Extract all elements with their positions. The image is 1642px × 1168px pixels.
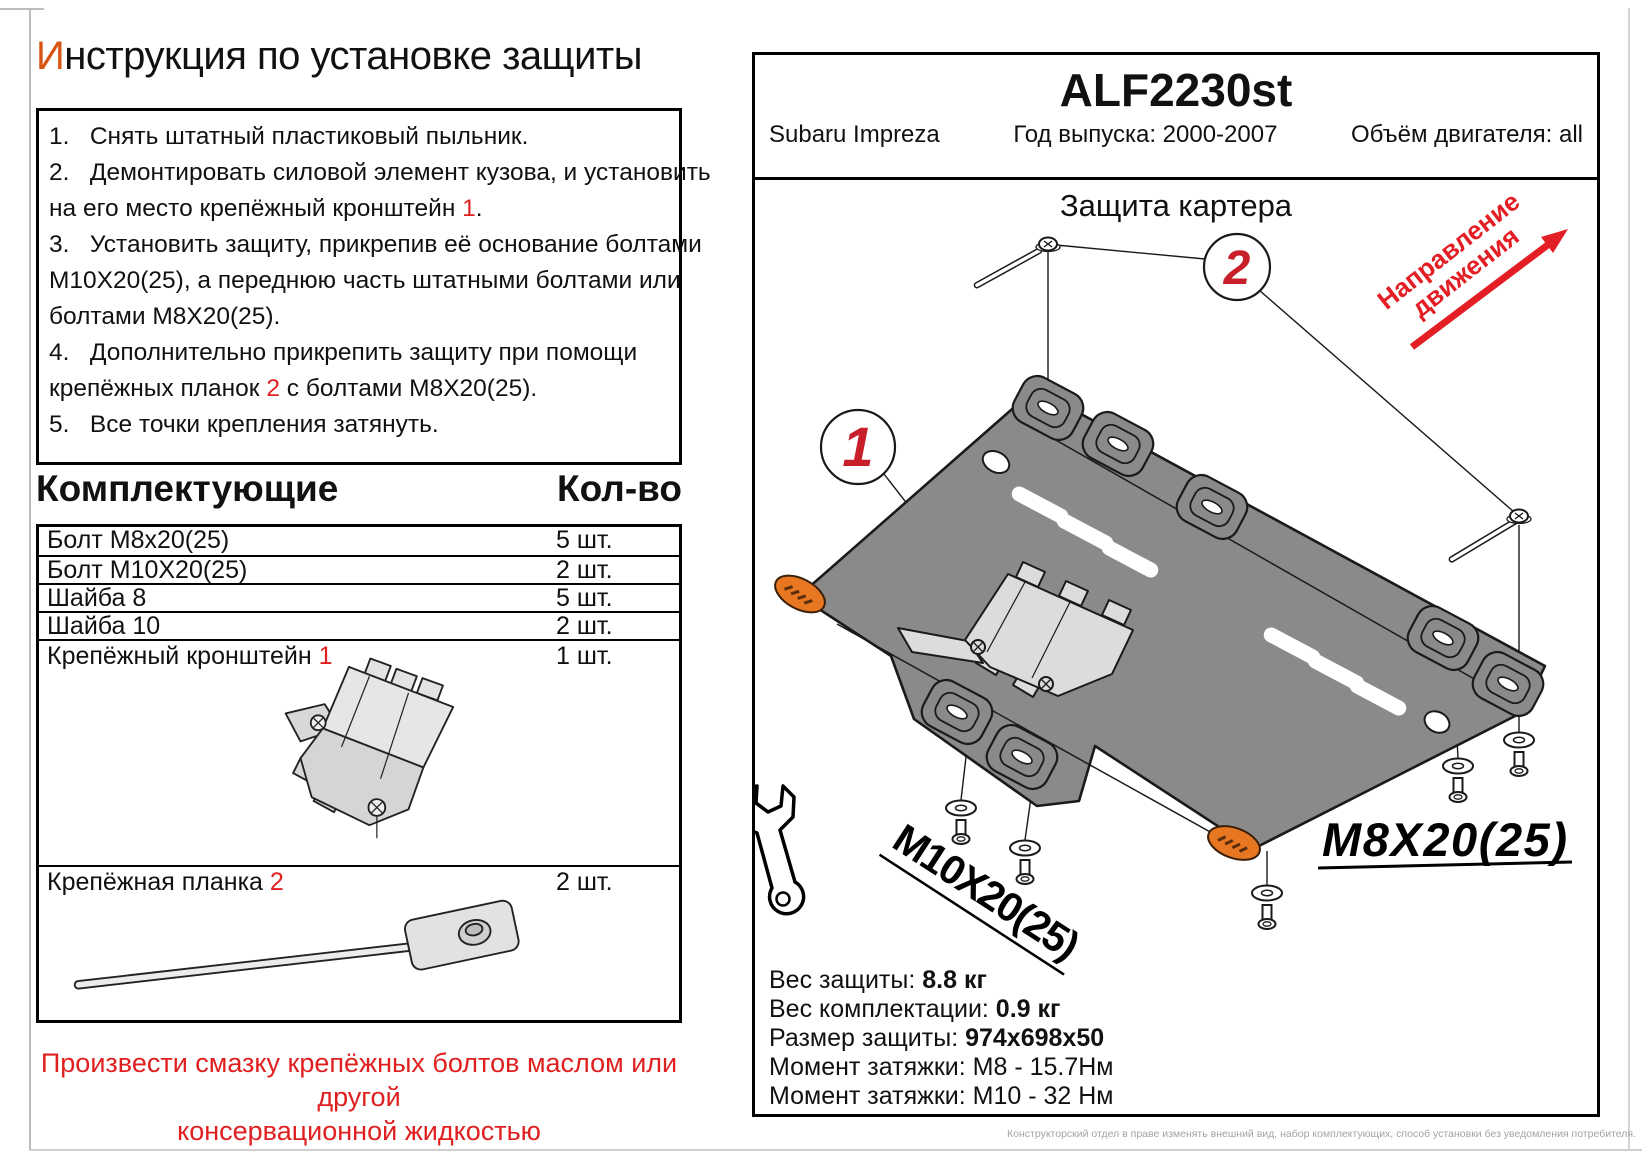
svg-text:M10X20(25): M10X20(25) — [885, 815, 1088, 969]
skid-plate — [767, 369, 1550, 868]
scan-edge-top — [0, 8, 44, 10]
callout-2: 2 — [1202, 232, 1272, 302]
components-title: Комплектующие — [36, 468, 339, 509]
drawing-title: Защита картера — [1059, 188, 1293, 223]
instruction-line: 1. Снять штатный пластиковый пыльник. — [49, 123, 529, 150]
instruction-line: 4. Дополнительно прикрепить защиту при п… — [49, 339, 638, 366]
instruction-line: болтами М8Х20(25). — [49, 303, 281, 330]
table-row: Болт М8х20(25) 5 шт. — [47, 526, 613, 554]
mounting-bracket — [897, 561, 1134, 698]
legal-footer: Конструкторский отдел в праве изменять в… — [1007, 1128, 1636, 1140]
spec-torque-m8: Момент затяжки: М8 - 15.7Нм — [769, 1053, 1114, 1081]
production-years: Год выпуска: 2000-2007 — [1013, 121, 1278, 148]
table-row: Шайба 10 2 шт. — [39, 611, 679, 640]
spec-kit-weight: Вес комплектации: 0.9 кг — [769, 995, 1061, 1023]
spec-weight: Вес защиты: 8.8 кг — [769, 966, 987, 994]
svg-text:M8X20(25): M8X20(25) — [1322, 813, 1567, 866]
quantity-title: Кол-во — [557, 468, 682, 509]
instruction-line: 3. Установить защиту, прикрепив её основ… — [49, 231, 702, 258]
instruction-line: М10Х20(25), а переднюю часть штатными бо… — [49, 267, 681, 294]
page-title: Инструкция по установке защиты — [36, 34, 642, 78]
direction-arrow: Направление движения — [1372, 186, 1568, 350]
label-m10: M10X20(25) — [878, 815, 1088, 976]
svg-text:2: 2 — [1223, 242, 1251, 295]
wrench-icon — [755, 784, 806, 916]
instruction-line: на его место крепёжный кронштейн 1. — [49, 195, 483, 222]
product-code: ALF2230st — [1059, 64, 1293, 116]
instruction-line: крепёжных планок 2 с болтами М8Х20(25). — [49, 375, 538, 402]
spec-size: Размер защиты: 974x698x50 — [769, 1024, 1105, 1052]
scan-edge-right — [1628, 8, 1630, 1151]
scan-edge-bottom — [29, 1149, 1642, 1151]
title-first-letter: И — [36, 34, 65, 78]
instruction-line: 5. Все точки крепления затянуть. — [49, 411, 439, 438]
label-m8: M8X20(25) — [1317, 813, 1573, 870]
svg-text:1: 1 — [842, 415, 873, 478]
skid-plate-drawing: 1 2 Направление движения M1 — [755, 186, 1573, 976]
spec-torque-m10: Момент затяжки: М10 - 32 Нм — [769, 1082, 1114, 1110]
strap-image — [73, 899, 520, 990]
callout-1: 1 — [819, 408, 897, 486]
bracket-image — [284, 657, 455, 839]
fixing-strap-top — [973, 236, 1061, 289]
lubrication-warning: Произвести смазку крепёжных болтов масло… — [40, 1048, 678, 1146]
scan-edge-left — [29, 8, 31, 1151]
table-row: Шайба 8 5 шт. — [39, 583, 679, 612]
vehicle-name: Subaru Impreza — [769, 121, 940, 148]
product-header: ALF2230st Subaru Impreza Год выпуска: 20… — [755, 55, 1597, 180]
components-header: Комплектующие Кол-во — [36, 468, 682, 510]
instructions-box: 1. Снять штатный пластиковый пыльник. 2.… — [36, 108, 711, 465]
instruction-line: 2. Демонтировать силовой элемент кузова,… — [49, 159, 711, 186]
drawing-area: Защита картера — [755, 180, 1597, 1114]
product-panel: ALF2230st Subaru Impreza Год выпуска: 20… — [752, 52, 1600, 1117]
fixing-strap-right — [1448, 508, 1532, 563]
table-row: Болт М10Х20(25) 2 шт. — [39, 555, 679, 584]
components-table: Болт М8х20(25) 5 шт. Болт М10Х20(25) 2 ш… — [36, 524, 682, 1023]
table-row-strap: Крепёжная планка 2 2 шт. — [39, 865, 679, 1020]
engine-volume: Объём двигателя: all — [1351, 121, 1583, 148]
table-row-bracket: Крепёжный кронштейн 1 1 шт. — [39, 639, 679, 865]
spec-list: Вес защиты: 8.8 кг Вес комплектации: 0.9… — [769, 966, 1114, 1111]
